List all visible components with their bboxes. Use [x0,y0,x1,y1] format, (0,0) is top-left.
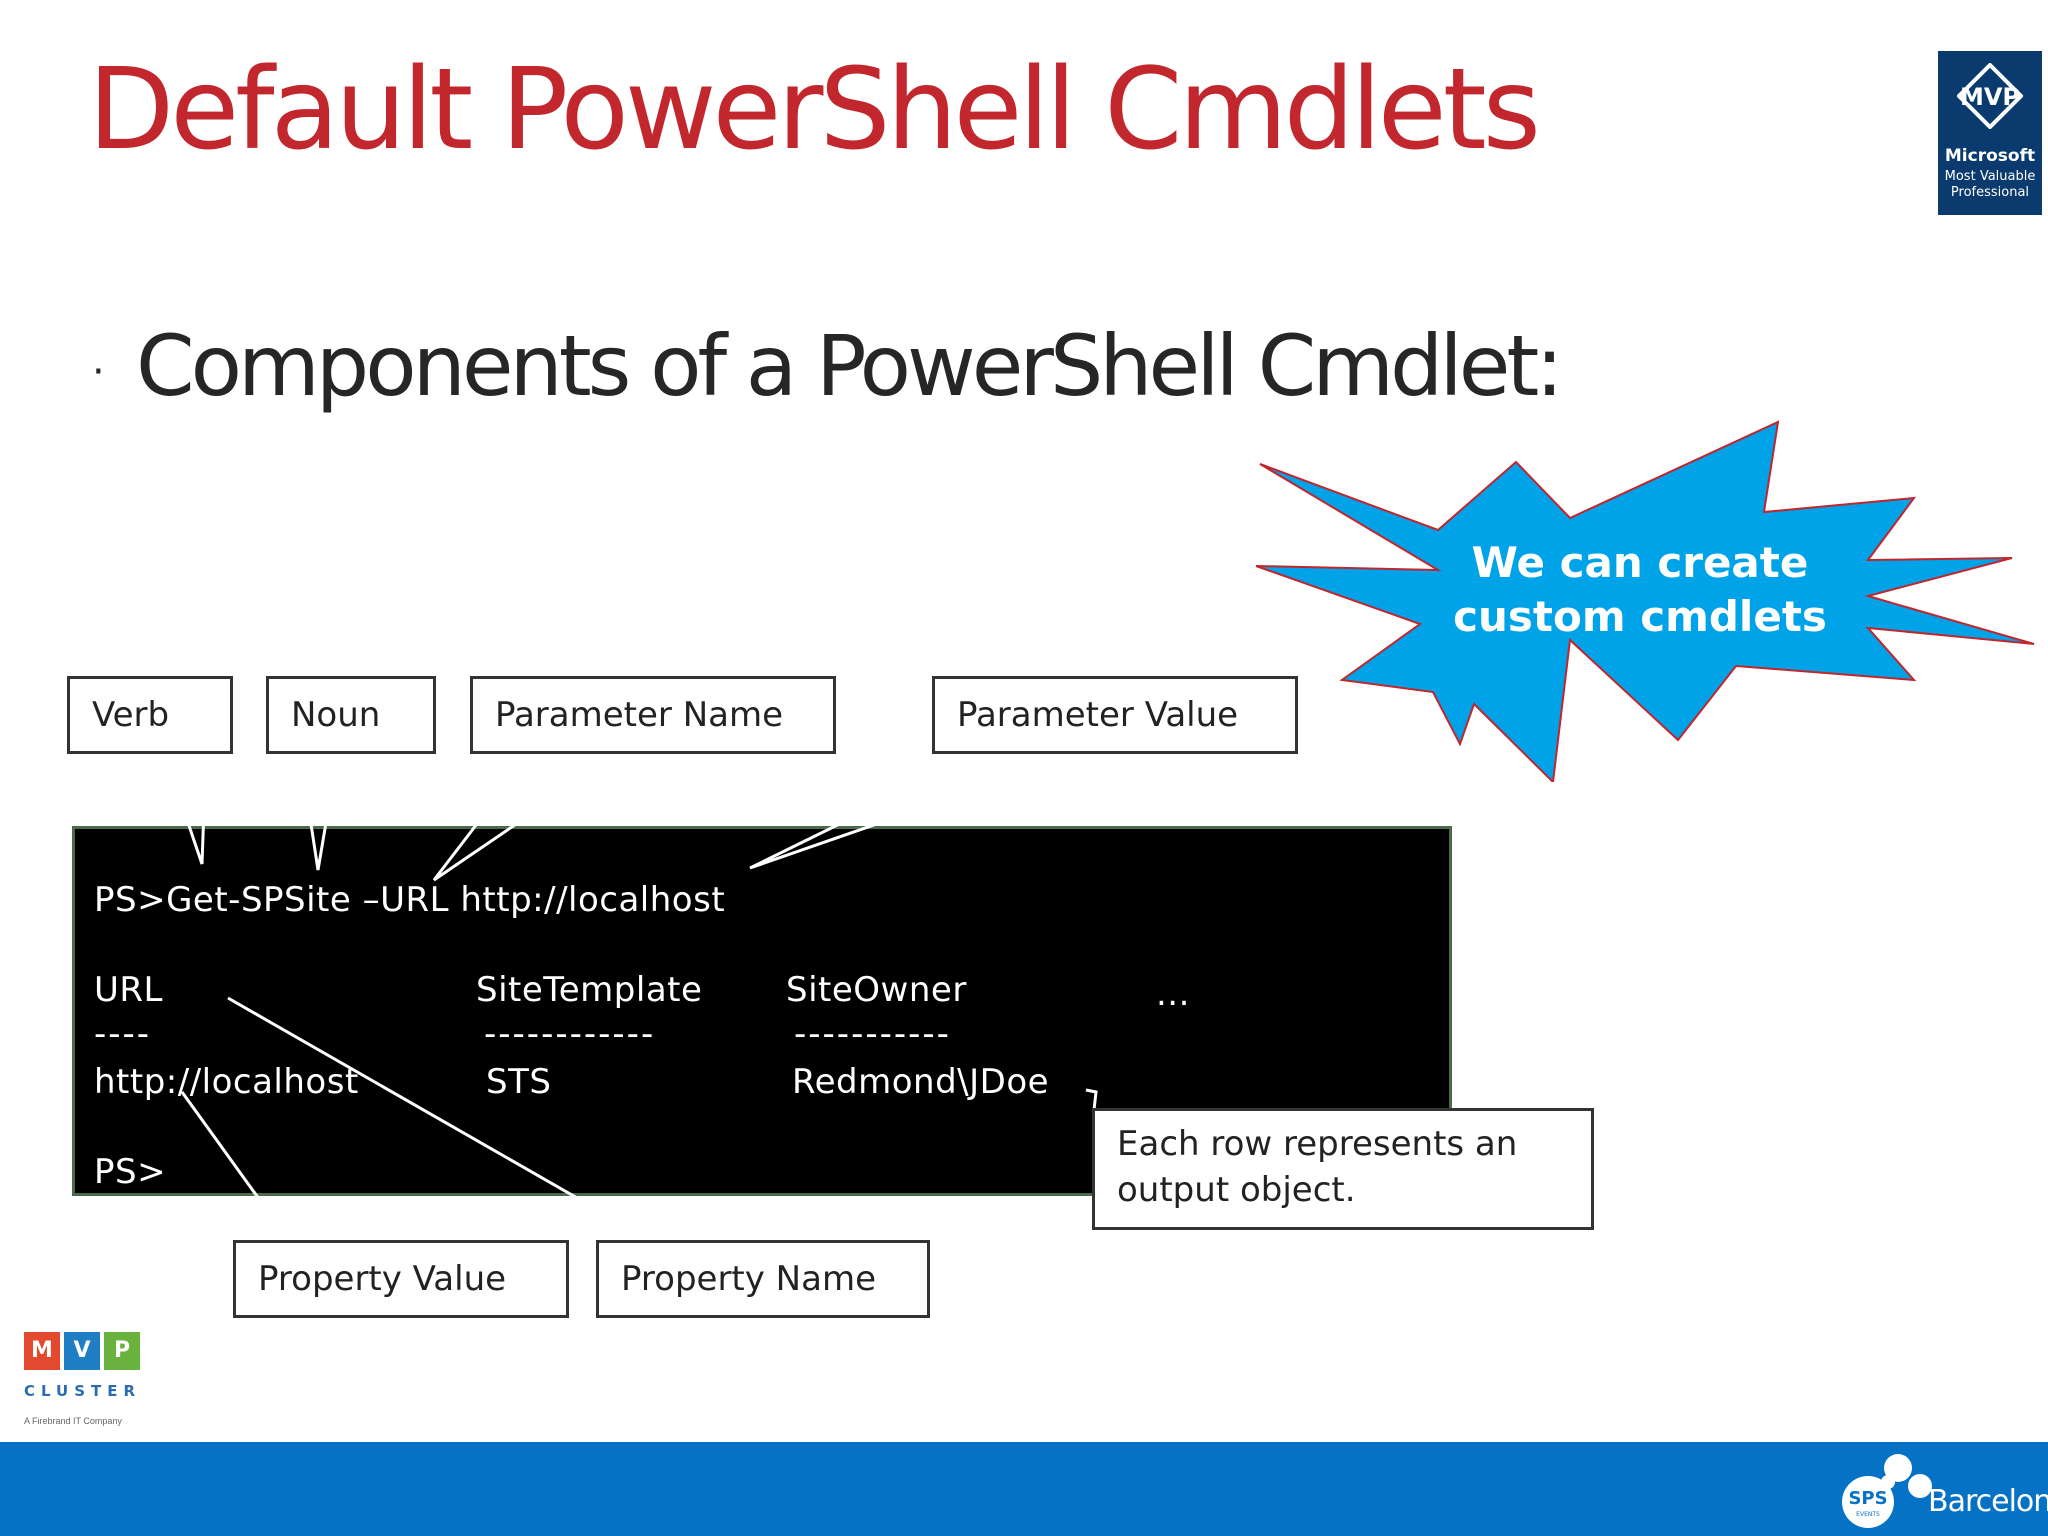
starburst-line2: custom cmdlets [1453,592,1827,641]
callout-parameter-value: Parameter Value [932,676,1298,754]
callout-noun: Noun [266,676,436,754]
sps-events-logo-icon: SPS EVENTS [1842,1454,1932,1528]
mvp-diamond-icon: MVP [1956,62,2024,130]
starburst-text: We can create custom cmdlets [1420,536,1860,644]
console-header-sitetemplate: SiteTemplate [476,970,703,1010]
console-value-url: http://localhost [94,1062,359,1102]
console-header-ellipsis: ... [1156,974,1190,1014]
console-dashes-url: ---- [94,1014,152,1054]
console-header-siteowner: SiteOwner [786,970,967,1010]
console-value-sitetemplate: STS [486,1062,552,1102]
starburst-line1: We can create [1471,538,1809,587]
callout-row-note: Each row represents an output object. [1092,1108,1594,1230]
console-value-siteowner: Redmond\JDoe [792,1062,1050,1102]
badge-subtitle-line2: Professional [1950,185,2030,200]
mvp-badge: MVP Microsoft Most Valuable Professional [1938,51,2042,215]
event-city: Barcelona [1928,1484,2048,1519]
console-command: PS>Get-SPSite –URL http://localhost [94,880,726,920]
console-prompt: PS> [94,1152,167,1192]
callout-parameter-name: Parameter Name [470,676,836,754]
cluster-company: A Firebrand IT Company [24,1416,122,1426]
console-dashes-siteowner: ----------- [794,1014,951,1054]
callout-verb: Verb [67,676,233,754]
bullet-text: Components of a PowerShell Cmdlet: [136,317,1564,415]
callout-property-value: Property Value [233,1240,569,1318]
console-header-url: URL [94,970,163,1010]
starburst-shape [1255,420,2035,782]
mvp-cluster-cells: M V P [24,1332,154,1370]
callout-property-name: Property Name [596,1240,930,1318]
cluster-cell-m: M [24,1332,60,1370]
callout-row-note-line1: Each row represents an [1117,1124,1518,1164]
badge-subtitle-line1: Most Valuable [1944,169,2036,184]
mvp-label: MVP [1959,83,2021,111]
badge-subtitle: Most Valuable Professional [1938,169,2042,201]
cluster-cell-p: P [104,1332,140,1370]
bullet-marker: · [92,349,105,396]
mvp-cluster-logo: M V P CLUSTER A Firebrand IT Company [24,1332,154,1436]
console-dashes-sitetemplate: ------------ [484,1014,656,1054]
callout-row-note-line2: output object. [1117,1170,1356,1210]
cluster-word: CLUSTER [24,1382,142,1400]
badge-company: Microsoft [1944,146,2036,166]
bullet-item: · Components of a PowerShell Cmdlet: [92,316,1564,422]
cluster-cell-v: V [64,1332,100,1370]
footer-bar [0,1442,2048,1536]
sps-logo-text: SPS [1848,1488,1887,1509]
sps-logo-subtext: EVENTS [1856,1511,1880,1518]
slide-title: Default PowerShell Cmdlets [88,45,1541,175]
